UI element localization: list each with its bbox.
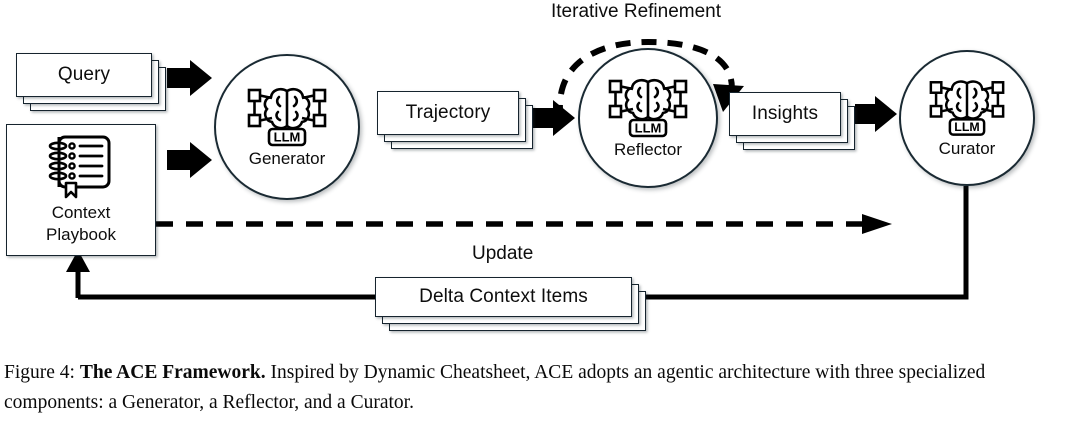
caption-body: Inspired by Dynamic Cheatsheet, ACE adop…	[4, 362, 986, 413]
diagram-connectors	[66, 38, 969, 300]
caption-title: The ACE Framework.	[79, 362, 266, 383]
arrow-curator-to-playbook	[66, 186, 969, 300]
query-card-front[interactable]: Query	[16, 53, 152, 97]
arrow-playbook-to-generator	[167, 142, 212, 178]
notebook-icon	[48, 135, 111, 199]
brain-network-icon: LLM	[247, 87, 327, 147]
context-playbook-label-line2: Playbook	[46, 225, 116, 244]
agent-curator[interactable]: LLM Curator	[899, 50, 1035, 186]
agent-reflector-label: Reflector	[613, 140, 683, 159]
figure-caption: Figure 4: The ACE Framework. Inspired by…	[4, 358, 1076, 418]
arrow-trajectory-to-reflector	[533, 100, 575, 136]
trajectory-card-front[interactable]: Trajectory	[377, 91, 519, 135]
arrow-insights-to-curator	[855, 96, 897, 132]
query-label: Query	[57, 64, 111, 85]
trajectory-label: Trajectory	[405, 102, 491, 123]
agent-generator[interactable]: LLM Generator	[214, 54, 360, 200]
delta-context-items-card-stack: Delta Context Items	[375, 277, 650, 335]
arrow-reflector-self-loop	[556, 38, 744, 121]
agent-reflector[interactable]: LLM Reflector	[578, 48, 718, 188]
insights-label: Insights	[751, 103, 819, 124]
context-playbook-label-line1: Context	[51, 203, 111, 222]
insights-card-stack: Insights	[729, 92, 859, 154]
insights-card-front[interactable]: Insights	[729, 92, 841, 136]
brain-network-icon: LLM	[608, 78, 688, 138]
trajectory-card-stack: Trajectory	[377, 91, 537, 153]
delta-context-items-label: Delta Context Items	[419, 286, 588, 307]
agent-generator-label: Generator	[248, 149, 326, 168]
svg-text:LLM: LLM	[274, 130, 301, 145]
delta-card-front[interactable]: Delta Context Items	[375, 277, 632, 317]
caption-prefix: Figure 4:	[4, 362, 80, 383]
agent-curator-label: Curator	[938, 139, 996, 158]
svg-text:LLM: LLM	[635, 121, 662, 136]
arrow-query-to-generator	[167, 60, 212, 96]
update-label: Update	[472, 243, 534, 264]
svg-text:LLM: LLM	[954, 120, 979, 134]
query-card-stack: Query	[16, 53, 166, 111]
iterative-refinement-label: Iterative Refinement	[551, 1, 722, 22]
context-playbook-box[interactable]: Context Playbook	[6, 124, 156, 256]
brain-network-icon: LLM	[929, 80, 1005, 136]
arrow-playbook-update-dashed	[156, 214, 892, 234]
